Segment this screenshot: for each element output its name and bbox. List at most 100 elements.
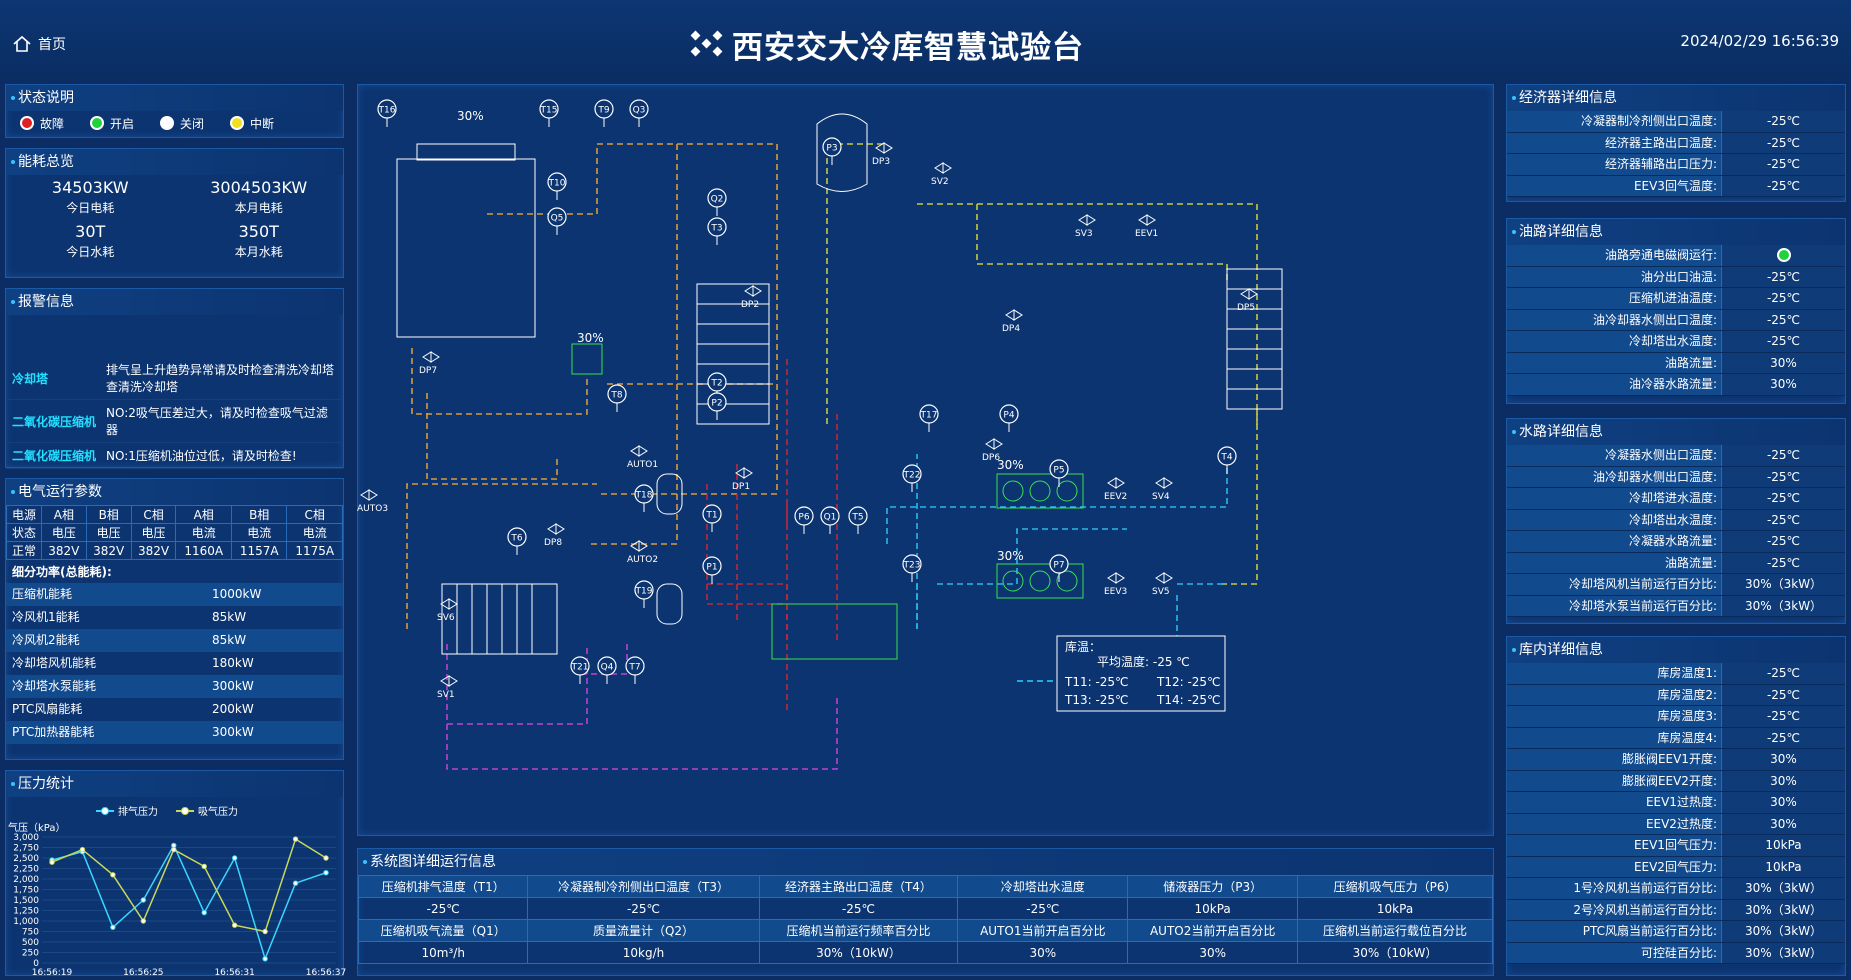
valve-dp4[interactable]: DP4 [1002, 309, 1023, 334]
valve-sv6[interactable]: SV6 [437, 598, 458, 623]
detail-key: 油路流量: [1507, 552, 1721, 573]
valve-eev1[interactable]: EEV1 [1135, 214, 1158, 239]
valve-dp7[interactable]: DP7 [419, 351, 440, 376]
sensor-t7[interactable]: T7 [625, 656, 645, 684]
sensor-p5[interactable]: P5 [1049, 459, 1069, 487]
header-bar: 首页 西安交大冷库智慧试验台 2024/02/29 16:56:39 [0, 0, 1851, 80]
sensor-t19[interactable]: T19 [634, 580, 654, 608]
sensor-t17[interactable]: T17 [919, 404, 939, 432]
sensor-q2[interactable]: Q2 [707, 188, 727, 216]
sensor-t4[interactable]: T4 [1217, 446, 1237, 474]
sensor-p1[interactable]: P1 [702, 556, 722, 584]
valve-sv1[interactable]: SV1 [437, 675, 458, 700]
sensor-t15[interactable]: T15 [539, 99, 559, 127]
svg-text:T16: T16 [378, 106, 396, 116]
y-tick-label: 3,000 [13, 833, 39, 843]
detail-row: 冷却塔进水温度:-25℃ [1507, 488, 1845, 510]
sensor-p2[interactable]: P2 [707, 392, 727, 420]
sensor-p7[interactable]: P7 [1049, 554, 1069, 582]
detail-row: 油冷器水路流量:30% [1507, 374, 1845, 396]
sensor-t23[interactable]: T23 [902, 554, 922, 582]
detail-value: -25℃ [1721, 552, 1845, 573]
sensor-q1[interactable]: Q1 [820, 506, 840, 534]
power-value: 300kW [212, 725, 254, 739]
valve-dp2[interactable]: DP2 [741, 285, 762, 310]
valve-dp1[interactable]: DP1 [732, 467, 753, 492]
y-tick-label: 2,000 [13, 875, 39, 885]
detail-value: -25℃ [1721, 331, 1845, 352]
chart-ylabel: 气压（kPa） [8, 821, 66, 834]
valve-sv4[interactable]: SV4 [1152, 477, 1173, 502]
home-link[interactable]: 首页 [12, 34, 66, 54]
sensor-t6[interactable]: T6 [507, 527, 527, 555]
detail-row: 可控硅百分比:30%（3kW） [1507, 942, 1845, 964]
sensor-p4[interactable]: P4 [999, 404, 1019, 432]
sensor-p3[interactable]: P3 [822, 137, 842, 165]
valve-dp6[interactable]: DP6 [982, 438, 1003, 463]
sensor-t9[interactable]: T9 [594, 99, 614, 127]
bottom-value-cell: 30% [957, 941, 1129, 964]
svg-text:Q1: Q1 [824, 513, 837, 523]
sensor-t2[interactable]: T2 [707, 372, 727, 400]
sensor-t10[interactable]: T10 [547, 172, 567, 200]
sensor-t5[interactable]: T5 [848, 506, 868, 534]
detail-key: 油分出口油温: [1507, 266, 1721, 287]
detail-key: 可控硅百分比: [1507, 942, 1721, 963]
detail-key: 压缩机进油温度: [1507, 288, 1721, 309]
sensor-t16[interactable]: T16 [377, 99, 397, 127]
sensor-t18[interactable]: T18 [634, 484, 654, 512]
valve-auto2[interactable]: AUTO2 [627, 540, 658, 565]
sensor-t1[interactable]: T1 [702, 504, 722, 532]
detail-value: -25℃ [1721, 445, 1845, 466]
y-tick-label: 1,250 [13, 907, 39, 917]
bottom-value-cell: -25℃ [357, 897, 529, 920]
detail-key: 冷却塔水泵当前运行百分比: [1507, 595, 1721, 616]
legend-label: 排气压力 [118, 805, 158, 818]
bottom-value-cell: -25℃ [527, 897, 760, 920]
x-tick-label: 16:56:31 [214, 968, 254, 978]
svg-text:DP1: DP1 [732, 482, 750, 492]
y-tick-label: 2,750 [13, 844, 39, 854]
bottom-value-cell: 10kg/h [527, 941, 760, 964]
valve-sv3[interactable]: SV3 [1075, 214, 1096, 239]
sensor-t21[interactable]: T21 [570, 656, 590, 684]
valve-dp5[interactable]: DP5 [1237, 288, 1258, 313]
sensor-q5[interactable]: Q5 [547, 207, 567, 235]
sensor-t3[interactable]: T3 [707, 217, 727, 245]
sensor-p6[interactable]: P6 [794, 506, 814, 534]
svg-text:T11: -25℃: T11: -25℃ [1064, 675, 1129, 689]
detail-value: 30% [1721, 770, 1845, 791]
valve-eev2[interactable]: EEV2 [1104, 477, 1127, 502]
legend-item[interactable]: 排气压力 [96, 805, 158, 818]
detail-value [1721, 245, 1845, 266]
detail-row: EEV1过热度:30% [1507, 792, 1845, 814]
valve-sv5[interactable]: SV5 [1152, 572, 1173, 597]
datetime: 2024/02/29 16:56:39 [1680, 32, 1839, 50]
bottom-value-cell: 30% [1127, 941, 1299, 964]
sensor-q4[interactable]: Q4 [597, 656, 617, 684]
sensor-t22[interactable]: T22 [902, 464, 922, 492]
water-panel-title: 水路详细信息 [1507, 419, 1845, 445]
valve-dp3[interactable]: DP3 [872, 142, 893, 167]
electric-cell: 电压 [85, 523, 132, 542]
detail-row: 油路流量:30% [1507, 352, 1845, 374]
bottom-header-cell: 冷凝器制冷剂侧出口温度（T3） [527, 875, 760, 898]
detail-row: PTC风扇当前运行百分比:30%（3kW） [1507, 921, 1845, 943]
sensor-q3[interactable]: Q3 [629, 99, 649, 127]
alarm-item[interactable]: 冷却塔排气呈上升趋势异常请及时检查清洗冷却塔查清洗冷却塔 [6, 357, 343, 400]
valve-eev3[interactable]: EEV3 [1104, 572, 1127, 597]
data-point [140, 897, 147, 903]
legend-item[interactable]: 吸气压力 [176, 805, 238, 818]
valve-auto3[interactable]: AUTO3 [357, 489, 388, 514]
svg-text:DP4: DP4 [1002, 324, 1020, 334]
valve-sv2[interactable]: SV2 [931, 162, 952, 187]
valve-auto1[interactable]: AUTO1 [627, 445, 658, 470]
valve-dp8[interactable]: DP8 [544, 523, 565, 548]
sensor-t8[interactable]: T8 [607, 384, 627, 412]
data-point [110, 924, 116, 931]
detail-value: -25℃ [1721, 288, 1845, 309]
detail-key: EEV1过热度: [1507, 792, 1721, 813]
